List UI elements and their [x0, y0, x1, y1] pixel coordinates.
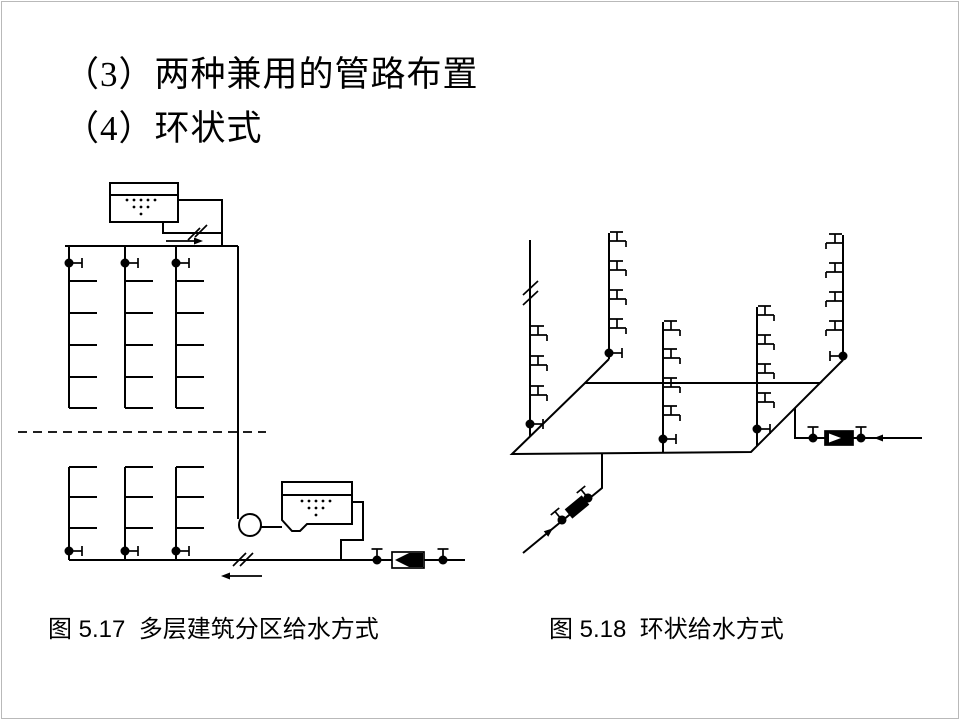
- pipe-break-icon: [232, 552, 254, 567]
- flow-arrow-icon: [166, 237, 203, 245]
- bottom-inlet-pipe: [522, 453, 603, 554]
- riser-valve-icon: [119, 545, 139, 557]
- faucet-icon: [662, 348, 681, 365]
- faucet-icon: [756, 363, 775, 380]
- faucet-icon: [662, 320, 681, 337]
- faucet-icon: [756, 305, 775, 322]
- riser-2: [603, 231, 627, 359]
- tank-outlet-pipe: [340, 501, 364, 560]
- riser-valve-icon: [657, 433, 677, 445]
- gate-valve-icon: [550, 507, 567, 525]
- gate-valve-icon: [854, 426, 868, 444]
- gate-valve-icon: [370, 548, 384, 566]
- gate-valve-icon: [576, 485, 593, 503]
- riser-3: [657, 320, 681, 452]
- ring-branch-pipe: [584, 358, 610, 384]
- faucet-icon: [756, 392, 775, 409]
- faucet-icon: [825, 262, 844, 279]
- pipe-break-icon: [187, 224, 208, 241]
- pipe-break-icon: [522, 280, 539, 306]
- faucet-icon: [825, 291, 844, 308]
- faucet-icon: [608, 231, 627, 248]
- water-meter-icon: [824, 430, 854, 446]
- roof-tank-piping: [162, 199, 223, 246]
- figure-5-17-diagram: [18, 182, 465, 580]
- faucet-icon: [662, 405, 681, 422]
- water-meter-icon: [564, 495, 590, 519]
- water-dots-icon: [300, 499, 332, 517]
- riser-valve-icon: [119, 257, 139, 269]
- figure-5-17-caption: 图 5.17 多层建筑分区给水方式: [48, 616, 379, 643]
- pressure-tank-icon: [281, 481, 353, 532]
- faucet-icon: [825, 320, 844, 337]
- flow-arrow-icon: [221, 572, 262, 580]
- riser-5: [825, 233, 849, 362]
- bottom-service-pipe: [69, 548, 465, 580]
- faucet-icon: [529, 325, 548, 342]
- faucet-icon: [756, 334, 775, 351]
- riser-1: [522, 240, 548, 436]
- figure-5-18-caption: 图 5.18 环状给水方式: [549, 616, 784, 643]
- faucet-icon: [608, 289, 627, 306]
- riser-valve-icon: [63, 545, 83, 557]
- riser-valve-icon: [829, 350, 849, 362]
- gate-valve-icon: [806, 426, 820, 444]
- faucet-icon: [608, 260, 627, 277]
- faucet-icon: [529, 385, 548, 402]
- water-dots-icon: [125, 198, 157, 216]
- inlet-arrow-icon: [874, 434, 883, 442]
- faucet-icon: [662, 377, 681, 394]
- upper-zone-risers: [63, 246, 204, 409]
- gate-valve-icon: [436, 548, 450, 566]
- riser-valve-icon: [170, 257, 190, 269]
- faucet-icon: [529, 355, 548, 372]
- lower-zone-risers: [63, 466, 204, 560]
- floor-branch-pipes: [69, 280, 204, 409]
- figure-5-18-diagram: [509, 231, 922, 554]
- riser-valve-icon: [170, 545, 190, 557]
- riser-4: [751, 305, 775, 446]
- inlet-arrow-icon: [543, 528, 553, 537]
- riser-valve-icon: [603, 347, 623, 359]
- water-meter-icon: [391, 551, 425, 569]
- slide-title-line-1: （3）两种兼用的管路布置: [64, 55, 479, 94]
- ring-branch-pipe: [819, 359, 844, 384]
- faucet-icon: [825, 233, 844, 250]
- roof-tank-icon: [109, 182, 179, 223]
- pump-icon: [238, 513, 262, 537]
- riser-valve-icon: [751, 423, 771, 435]
- right-inlet-pipe: [794, 408, 922, 446]
- slide-title-line-2: （4）环状式: [64, 109, 263, 148]
- riser-valve-icon: [63, 257, 83, 269]
- ring-main-pipe: [509, 382, 823, 456]
- floor-branch-pipes: [69, 466, 204, 529]
- faucet-icon: [608, 318, 627, 335]
